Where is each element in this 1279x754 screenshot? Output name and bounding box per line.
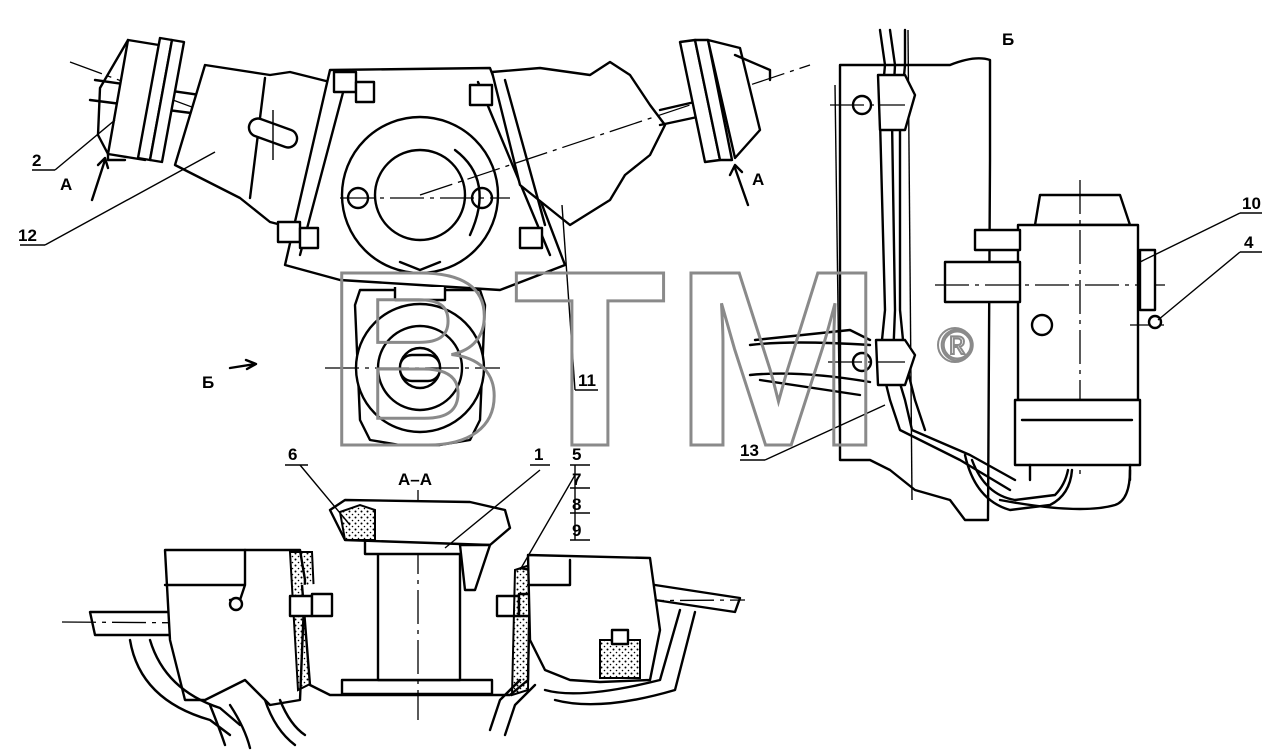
main-assembly-view (69, 36, 811, 447)
label-4: 4 (1244, 233, 1254, 252)
label-9: 9 (572, 521, 581, 540)
label-10: 10 (1242, 194, 1261, 213)
svg-text:BTM: BTM (325, 219, 891, 498)
label-7: 7 (572, 470, 581, 489)
svg-text:®: ® (941, 321, 973, 370)
label-1: 1 (534, 445, 543, 464)
section-aa-title: А–А (398, 470, 432, 489)
label-5: 5 (572, 445, 581, 464)
label-6: 6 (288, 445, 297, 464)
view-arrow-a-left: А (60, 175, 72, 194)
label-8: 8 (572, 495, 581, 514)
view-arrow-b: Б (202, 373, 214, 392)
label-11: 11 (578, 371, 596, 390)
view-arrow-a-right: А (752, 170, 764, 189)
view-b (748, 28, 1170, 522)
label-12: 12 (18, 226, 37, 245)
section-aa-view (61, 490, 746, 750)
part-labels: 2 12 11 13 10 4 6 1 5 7 8 9 А А Б Б А–А (18, 30, 1261, 541)
label-13: 13 (740, 441, 759, 460)
label-2: 2 (32, 151, 41, 170)
view-b-title: Б (1002, 30, 1014, 49)
leader-lines (20, 119, 1262, 571)
bolt-group (276, 70, 544, 250)
watermark-logo: BTM ® (324, 218, 975, 500)
